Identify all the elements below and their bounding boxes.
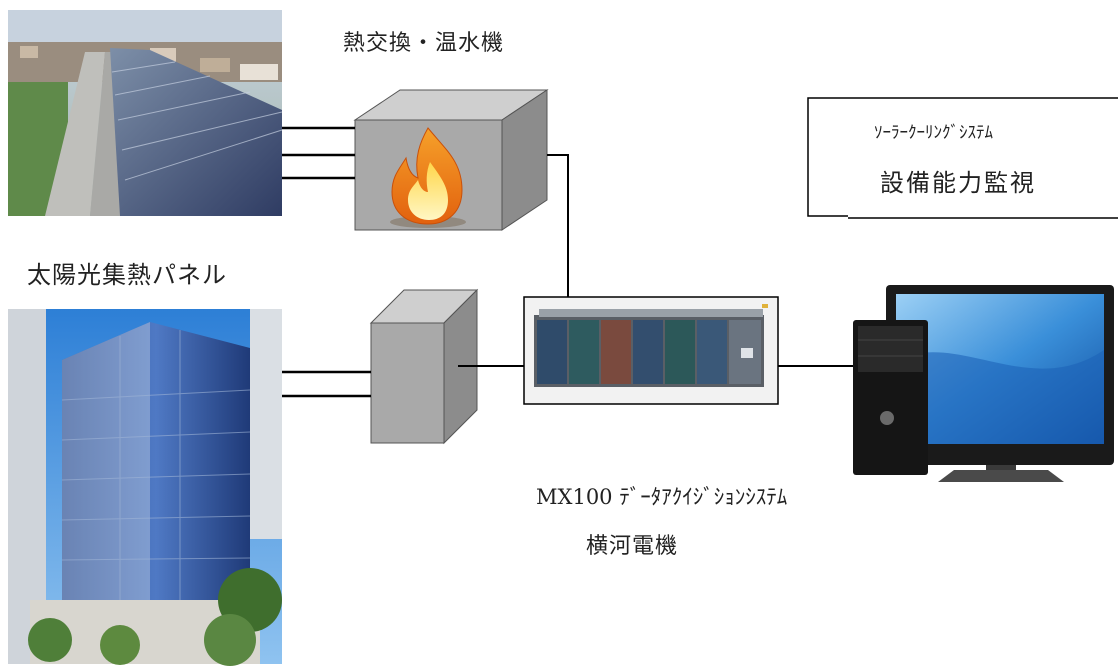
- system-box-line1: ｿｰﾗｰｸｰﾘﾝｸﾞｼｽﾃﾑ: [874, 123, 993, 143]
- building-photo: [8, 309, 282, 666]
- system-box-line2: 設備能力監視: [880, 169, 1036, 197]
- maker-label: 横河電機: [586, 534, 679, 559]
- system-box-outline: [807, 97, 1118, 219]
- heat-exchanger-label: 熱交換・温水機: [343, 31, 505, 56]
- mx100-unit: [523, 296, 779, 405]
- heat-exchanger-box: [353, 89, 549, 231]
- daq-label: MX100 ﾃﾞｰﾀｱｸｲｼﾞｼｮﾝｼｽﾃﾑ: [536, 485, 788, 509]
- pipe-lines: [282, 126, 371, 398]
- solar-panel-photo: [8, 10, 283, 216]
- flame-icon: [390, 127, 466, 228]
- signal-lines: [458, 154, 853, 367]
- solar-panel-label: 太陽光集熱パネル: [27, 261, 227, 289]
- computer-icon: [853, 285, 1114, 482]
